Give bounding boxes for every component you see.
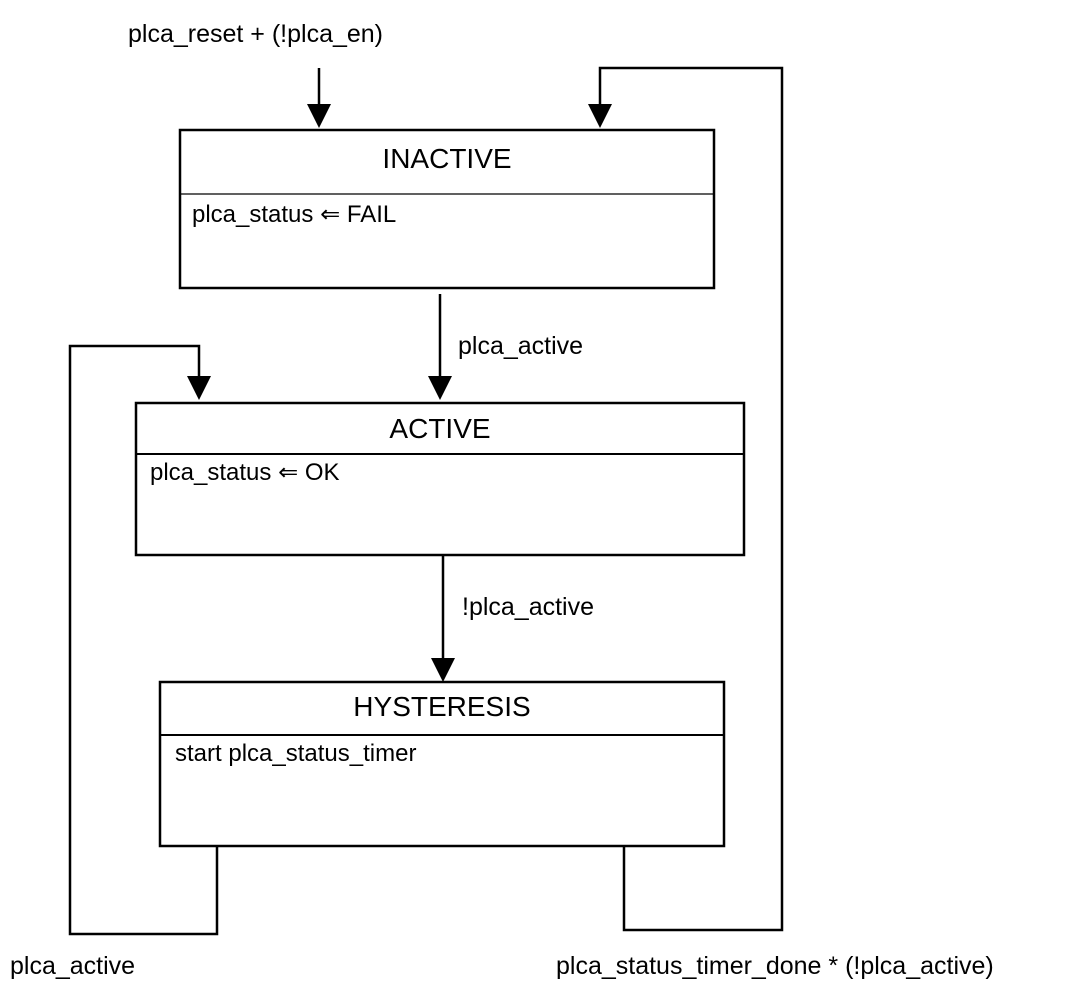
- active-to-hysteresis-arrowhead: [431, 658, 455, 682]
- state-active: ACTIVE plca_status ⇐ OK: [134, 401, 746, 557]
- hysteresis-to-active-label: plca_active: [10, 952, 135, 980]
- state-hysteresis: HYSTERESIS start plca_status_timer: [158, 680, 726, 848]
- entry-condition-label: plca_reset + (!plca_en): [128, 20, 383, 48]
- hysteresis-to-active-arrowhead: [187, 376, 211, 400]
- entry-arrowhead: [307, 104, 331, 128]
- state-hysteresis-title: HYSTERESIS: [353, 691, 530, 722]
- hysteresis-to-inactive-label: plca_status_timer_done * (!plca_active): [556, 952, 994, 980]
- hysteresis-to-active-line: [68, 344, 219, 936]
- state-inactive-title: INACTIVE: [382, 143, 511, 174]
- state-inactive-action: plca_status ⇐ FAIL: [192, 201, 396, 228]
- hysteresis-to-inactive-arrowhead: [588, 104, 612, 128]
- state-hysteresis-box: [158, 680, 726, 848]
- state-active-box: [134, 401, 746, 557]
- inactive-to-active-arrowhead: [428, 376, 452, 400]
- state-active-action: plca_status ⇐ OK: [150, 459, 340, 486]
- state-hysteresis-action: start plca_status_timer: [175, 740, 416, 767]
- state-inactive-box: [178, 128, 716, 290]
- inactive-to-active-label: plca_active: [458, 332, 583, 360]
- state-active-title: ACTIVE: [389, 413, 490, 444]
- state-inactive: INACTIVE plca_status ⇐ FAIL: [178, 128, 716, 290]
- hysteresis-to-inactive-line: [598, 66, 784, 932]
- active-to-hysteresis-label: !plca_active: [462, 593, 594, 621]
